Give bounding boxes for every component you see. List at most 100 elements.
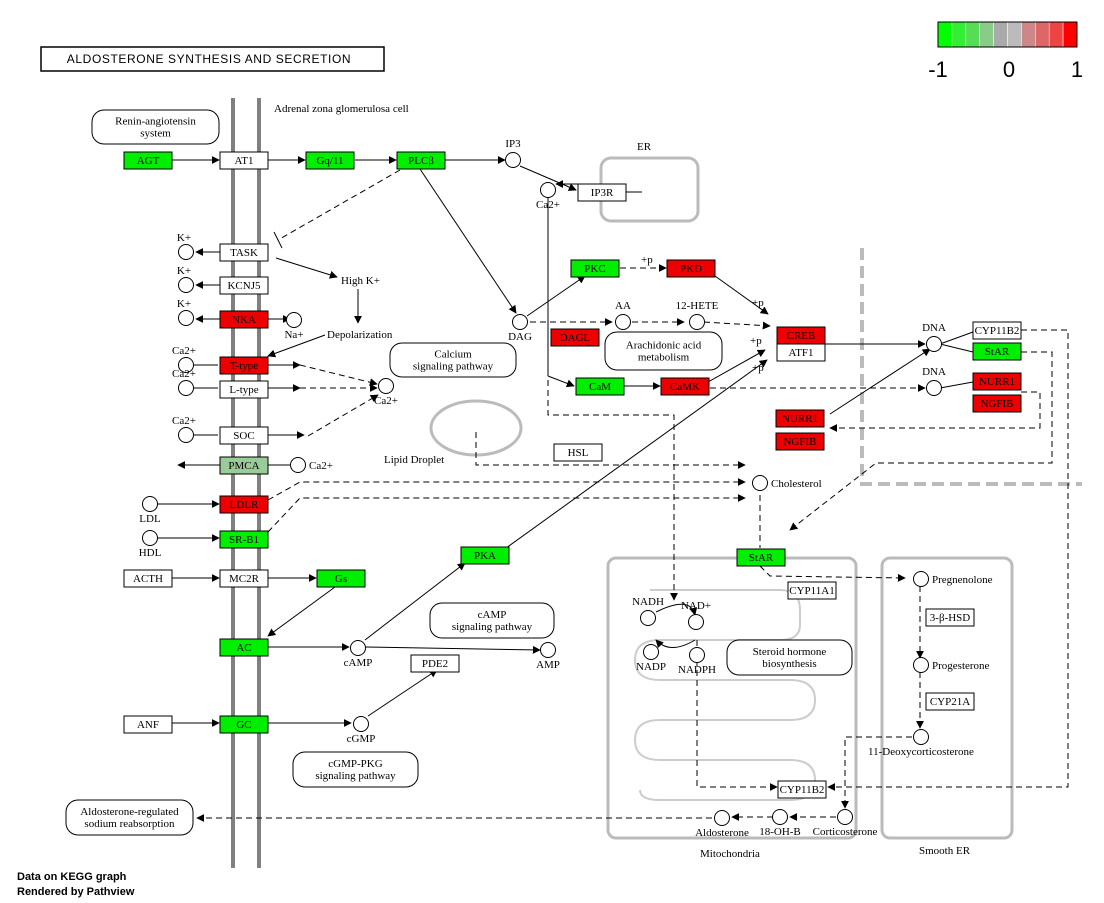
compound-node-corticosterone[interactable]: Corticosterone: [813, 809, 878, 839]
gene-node-cyp21a[interactable]: CYP21A: [925, 692, 975, 711]
compound-node-nadp[interactable]: NADP: [636, 644, 666, 674]
gene-node-anf[interactable]: ANF: [123, 715, 173, 734]
gene-node-cyp11a1[interactable]: CYP11A1: [787, 581, 837, 600]
compound-node-hdl[interactable]: HDL: [139, 530, 162, 560]
compound-node-aa[interactable]: AA: [615, 300, 631, 330]
pathway-nodes: Renin-angiotensinsystemCalciumsignaling …: [65, 109, 853, 836]
gene-node-dagl[interactable]: DAGL: [550, 328, 600, 347]
compound-label: K+: [177, 298, 191, 310]
compound-node-ca_cyto[interactable]: Ca2+: [374, 378, 398, 408]
gene-node-gc[interactable]: GC: [219, 715, 269, 734]
compound-node-ca_pmca[interactable]: Ca2+: [290, 457, 333, 473]
compound-node-ca_t[interactable]: Ca2+: [172, 345, 196, 373]
gene-box: [777, 780, 827, 799]
gene-box: [219, 530, 269, 549]
gene-node-agt[interactable]: AGT: [123, 151, 173, 170]
compound-node-amp[interactable]: AMP: [536, 642, 560, 672]
gene-node-ngfba[interactable]: NGFIB: [775, 432, 825, 451]
gene-node-pka[interactable]: PKA: [460, 546, 510, 565]
gene-node-srb1[interactable]: SR-B1: [219, 530, 269, 549]
compound-node-ca_l[interactable]: Ca2+: [172, 368, 196, 396]
gene-node-atf1[interactable]: ATF1: [776, 343, 826, 362]
gene-node-nka[interactable]: NKA: [219, 310, 269, 329]
gene-node-soc[interactable]: SOC: [219, 426, 269, 445]
gene-node-nurr1b[interactable]: NURR1: [972, 372, 1022, 391]
gene-node-cyp11b2a[interactable]: CYP11B2: [972, 321, 1022, 340]
gene-node-pmca[interactable]: PMCA: [219, 456, 269, 475]
gene-node-gs[interactable]: Gs: [316, 569, 366, 588]
compound-node-k_nka[interactable]: K+: [177, 298, 194, 326]
gene-node-hsl[interactable]: HSL: [553, 443, 603, 462]
color-legend-bar: [937, 21, 1078, 48]
gene-node-kcnj5[interactable]: KCNJ5: [219, 276, 269, 295]
gene-node-pkd[interactable]: PKD: [666, 259, 716, 278]
gene-node-ngfbb[interactable]: NGFIB: [972, 394, 1022, 413]
gene-node-gq11[interactable]: Gq/11: [305, 151, 355, 170]
compound-node-doc[interactable]: 11-Deoxycorticosterone: [868, 729, 974, 759]
gene-node-ip3r[interactable]: IP3R: [577, 183, 627, 202]
compound-node-ip3[interactable]: IP3: [505, 138, 521, 168]
gene-node-nurr1a[interactable]: NURR1: [775, 409, 825, 428]
compound-circle: [178, 380, 194, 396]
gene-node-pde2[interactable]: PDE2: [410, 654, 460, 673]
compound-node-dna1[interactable]: DNA: [922, 322, 946, 352]
compound-node-nadp_plus[interactable]: NAD+: [681, 600, 711, 630]
gene-node-ldlr[interactable]: LDLR: [219, 495, 269, 514]
legend-swatch: [1007, 21, 1022, 48]
gene-node-acth[interactable]: ACTH: [123, 569, 173, 588]
gene-node-ltype[interactable]: L-type: [219, 380, 269, 399]
nucleus-compartment: [860, 248, 1082, 486]
gene-node-ac[interactable]: AC: [219, 638, 269, 657]
plus-p-label-pkd: +p: [641, 254, 653, 266]
gene-node-pkc[interactable]: PKC: [570, 259, 620, 278]
edge-gs-ac: [267, 586, 336, 637]
compound-node-cholesterol[interactable]: Cholesterol: [752, 475, 822, 491]
compound-node-progesterone[interactable]: Progesterone: [913, 657, 990, 673]
edge-dna-cyp: [939, 331, 974, 345]
compound-node-ohb[interactable]: 18-OH-B: [759, 809, 801, 839]
compound-node-pregnenolone[interactable]: Pregnenolone: [913, 571, 993, 587]
compound-node-aldosterone[interactable]: Aldosterone: [695, 810, 749, 840]
gene-label: L-type: [229, 384, 258, 396]
compound-node-dna2[interactable]: DNA: [922, 366, 946, 396]
gene-node-cam[interactable]: CaM: [575, 377, 625, 396]
compound-node-k_kcnj5[interactable]: K+: [177, 265, 194, 293]
gene-node-mc2r[interactable]: MC2R: [219, 569, 269, 588]
gene-node-cyp11b2b[interactable]: CYP11B2: [777, 780, 827, 799]
gene-box: [577, 183, 627, 202]
compound-node-dag[interactable]: DAG: [508, 314, 532, 344]
gene-node-plcb[interactable]: PLCβ: [396, 151, 446, 170]
compound-node-na_nka[interactable]: Na+: [284, 312, 304, 342]
compound-node-hete[interactable]: 12-HETE: [676, 300, 719, 330]
compound-circle: [178, 357, 194, 373]
gene-node-starb[interactable]: StAR: [736, 548, 786, 567]
compound-circle: [178, 277, 194, 293]
compound-node-cgmp[interactable]: cGMP: [347, 716, 376, 746]
gene-node-camk[interactable]: CaMK: [660, 377, 710, 396]
gene-node-at1[interactable]: AT1: [219, 151, 269, 170]
gene-node-hsd3b[interactable]: 3-β-HSD: [925, 608, 975, 627]
gene-node-task[interactable]: TASK: [219, 243, 269, 262]
edge-dag-pkc: [526, 275, 586, 317]
compound-node-ca_soc[interactable]: Ca2+: [172, 415, 196, 443]
smooth-er-compartment: [880, 556, 1014, 840]
gene-node-creb[interactable]: CREB: [776, 326, 826, 345]
pathway-label: metabolism: [638, 352, 690, 364]
compound-node-camp[interactable]: cAMP: [344, 640, 373, 670]
gene-label: NKA: [232, 314, 256, 326]
compound-node-ca_er[interactable]: Ca2+: [536, 182, 560, 212]
compound-node-nadh[interactable]: NADH: [632, 596, 664, 626]
compound-node-k_task[interactable]: K+: [177, 232, 194, 260]
gene-box: [553, 443, 603, 462]
compound-node-nadph[interactable]: NADPH: [678, 647, 716, 677]
compound-node-ldl[interactable]: LDL: [139, 496, 161, 526]
gene-node-stara[interactable]: StAR: [972, 342, 1022, 361]
gene-node-ttype[interactable]: T-type: [219, 356, 269, 375]
